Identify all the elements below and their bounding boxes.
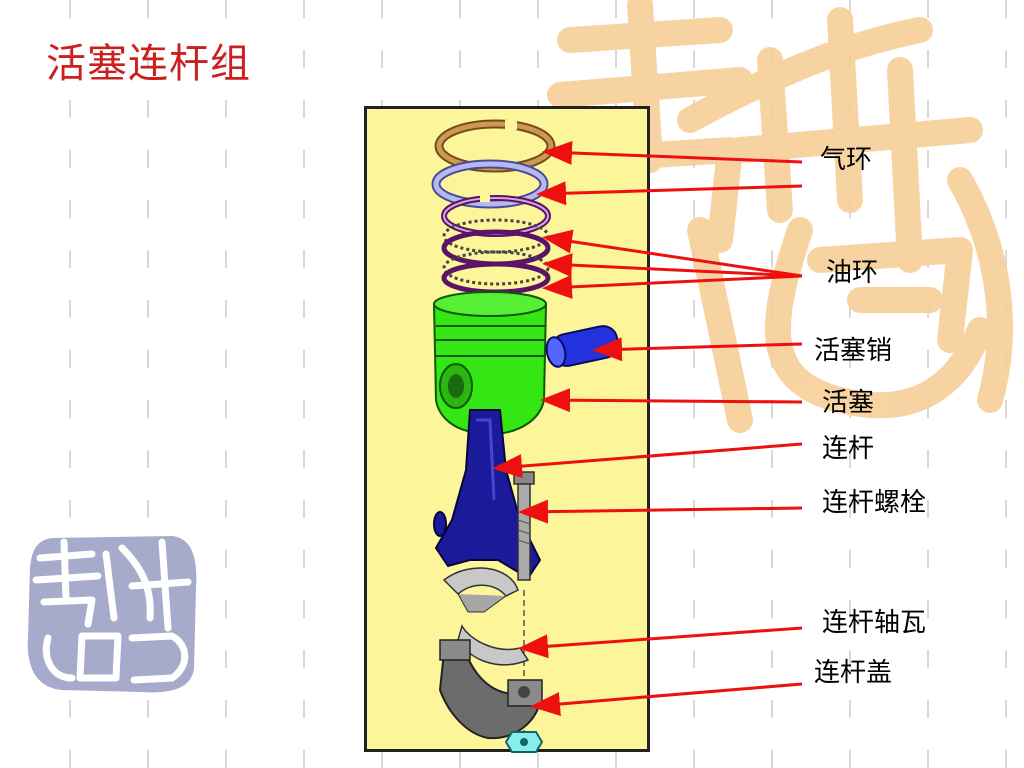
piston-body — [432, 291, 548, 436]
slide-title: 活塞连杆组 — [46, 41, 251, 87]
seal-stamp — [27, 536, 197, 693]
arrow-piston-pin — [592, 337, 803, 362]
label-rod-cap: 连杆盖 — [814, 658, 893, 688]
label-connecting-rod: 连杆 — [822, 434, 875, 464]
arrow-compression-ring-2 — [536, 181, 803, 206]
arrow-connecting-rod — [492, 442, 803, 479]
rod-nut — [504, 731, 544, 753]
arrow-piston — [540, 388, 803, 413]
label-rod-bolt: 连杆螺栓 — [822, 488, 927, 518]
calligraphy-watermark — [547, 0, 1013, 433]
arrow-oil-ring-2 — [542, 253, 803, 278]
arrow-oil-ring-3 — [542, 274, 803, 299]
oil-ring-rail-upper — [441, 194, 551, 237]
arrow-oil-ring-1 — [542, 229, 803, 278]
arrow-rod-bolt — [518, 499, 803, 524]
label-piston-pin: 活塞销 — [814, 336, 893, 366]
label-oil-ring: 油环 — [826, 258, 879, 288]
label-compression-ring: 气环 — [820, 145, 873, 175]
arrow-rod-bearing — [518, 626, 803, 659]
label-piston: 活塞 — [822, 388, 875, 418]
bearing-shell-upper — [442, 567, 519, 613]
label-rod-bearing: 连杆轴瓦 — [822, 608, 927, 638]
arrow-compression-ring-1 — [542, 140, 803, 165]
arrow-rod-cap — [530, 682, 803, 716]
piston-pin — [545, 325, 620, 368]
